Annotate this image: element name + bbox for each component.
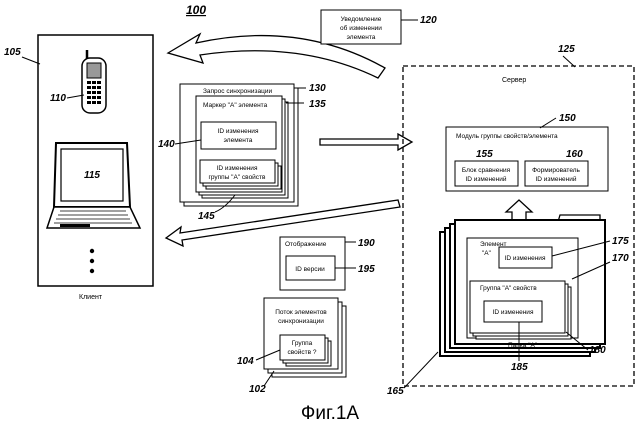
compare-ref: 155	[476, 149, 493, 160]
client-label: Клиент	[79, 294, 103, 301]
former-label-2: ID изменений	[535, 175, 576, 183]
item-change-ref: 140	[158, 139, 175, 150]
sync-request-ref: 130	[309, 83, 326, 94]
figure-number: 100	[186, 3, 206, 17]
group-change-ref-185: 185	[511, 362, 528, 373]
mobile-phone-icon	[82, 50, 106, 113]
more-devices-dots	[90, 249, 94, 273]
group-ref: 170	[612, 253, 629, 264]
group-change-id-label-2: группы "А" свойств	[209, 173, 267, 181]
property-group-module: Модуль группы свойств/элемента 150 Блок …	[446, 113, 608, 191]
compare-label-1: Блок сравнения	[462, 167, 511, 174]
mapping-ref: 190	[358, 238, 375, 249]
figure-caption: Фиг.1А	[301, 403, 360, 424]
laptop-icon	[47, 143, 140, 228]
client-ref: 105	[4, 47, 21, 58]
former-label-1: Формирователь	[532, 167, 580, 174]
sync-request-title: Запрос синхронизации	[203, 88, 272, 95]
sync-request: Запрос синхронизации 130 Маркер "А" элем…	[158, 83, 326, 222]
version-ref: 195	[358, 264, 375, 275]
notification-ref: 120	[420, 15, 437, 26]
mapping: Отображение 190 ID версии 195	[280, 237, 375, 290]
request-arrow	[320, 134, 412, 150]
stream-group-1: Группа	[292, 340, 313, 347]
folder-a: Папка "А" 165 Элемент "А" ID изменения 1…	[387, 215, 629, 397]
module-title: Модуль группы свойств/элемента	[456, 132, 558, 140]
stream-title-1: Поток элементов	[275, 309, 327, 316]
client-panel: 105 Клиент 110	[4, 35, 153, 301]
server-label: Сервер	[502, 77, 526, 84]
marker-label: Маркер "А" элемента	[203, 102, 268, 109]
group-change-id: ID изменения	[493, 309, 534, 316]
former-ref: 160	[566, 149, 583, 160]
laptop-ref: 115	[84, 170, 100, 181]
server-ref: 125	[558, 44, 575, 55]
phone-ref: 110	[50, 93, 66, 104]
folder-ref: 165	[387, 386, 404, 397]
folder-label: Папка "А"	[508, 342, 538, 349]
item-change-id-label-1: ID изменения	[218, 128, 259, 135]
sync-item-stream: Поток элементов синхронизации Группа сво…	[237, 298, 346, 395]
stream-ref: 102	[249, 384, 266, 395]
item-ref: 175	[612, 236, 629, 247]
marker-ref: 135	[309, 99, 326, 110]
group-change-id-label-1: ID изменения	[217, 165, 258, 172]
stream-title-2: синхронизации	[278, 318, 324, 325]
stream-group-ref: 104	[237, 356, 254, 367]
notification-box: Уведомление об изменении элемента 120	[321, 10, 437, 44]
item-change-id: ID изменения	[505, 255, 546, 262]
item-change-id-label-2: элемента	[224, 137, 253, 144]
notification-label-line2: об изменении	[340, 24, 382, 32]
version-id: ID версии	[295, 266, 325, 273]
mapping-title: Отображение	[285, 240, 327, 248]
notification-label-line3: элемента	[347, 34, 376, 41]
module-ref: 150	[559, 113, 576, 124]
group-change-ref: 145	[198, 211, 215, 222]
notification-label-line1: Уведомление	[341, 16, 382, 23]
stream-group-2: свойств ?	[288, 348, 317, 356]
compare-label-2: ID изменений	[465, 175, 506, 183]
folder-ref-180: 180	[589, 345, 606, 356]
group-label: Группа "А" свойств	[480, 284, 537, 292]
item-label-2: "А"	[482, 250, 492, 257]
